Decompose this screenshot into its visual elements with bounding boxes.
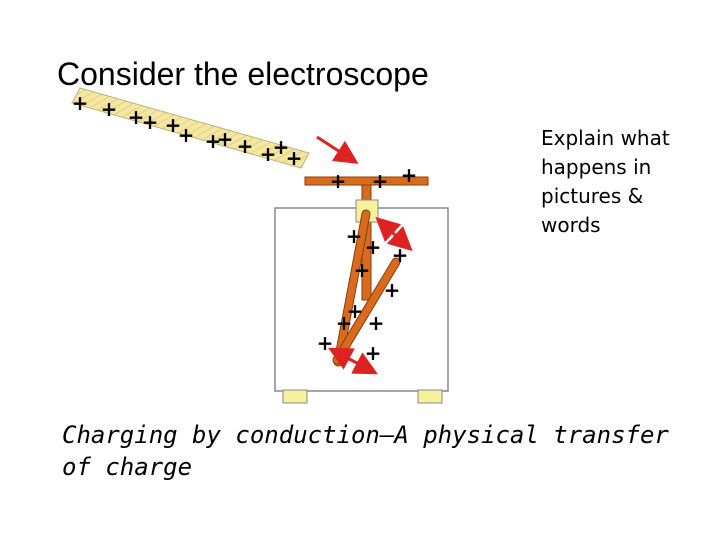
- plus-charge-sign: +: [178, 123, 195, 147]
- plus-charge-sign: +: [217, 127, 234, 151]
- plus-charge-sign: +: [101, 97, 118, 121]
- instruction-text: Explain what happens in pictures & words: [541, 126, 670, 237]
- charged-rod: [71, 87, 310, 169]
- charge-signs: +++++++++++++++++++++++++: [72, 91, 418, 365]
- plus-charge-sign: +: [330, 169, 347, 193]
- case-foot-left: [282, 389, 308, 404]
- plus-charge-sign: +: [365, 235, 382, 259]
- plus-charge-sign: +: [368, 311, 385, 335]
- plus-charge-sign: +: [346, 224, 363, 248]
- plus-charge-sign: +: [384, 278, 401, 302]
- plus-charge-sign: +: [336, 311, 353, 335]
- plus-charge-sign: +: [72, 91, 89, 115]
- plus-charge-sign: +: [354, 258, 371, 282]
- plus-charge-sign: +: [372, 169, 389, 193]
- plus-charge-sign: +: [128, 105, 145, 129]
- plus-charge-sign: +: [237, 134, 254, 158]
- plus-charge-sign: +: [392, 243, 409, 267]
- plus-charge-sign: +: [401, 163, 418, 187]
- plus-charge-sign: +: [205, 129, 222, 153]
- plus-charge-sign: +: [142, 110, 159, 134]
- case-foot-right: [417, 389, 443, 404]
- leaf-swing-arrow-upper: [375, 216, 413, 252]
- plus-charge-sign: +: [260, 142, 277, 166]
- plus-charge-sign: +: [317, 331, 334, 355]
- plus-charge-sign: +: [365, 341, 382, 365]
- plus-charge-sign: +: [273, 135, 290, 159]
- electroscope-leaf-swinging-fill: [333, 258, 400, 364]
- page-title: Consider the electroscope: [57, 56, 429, 92]
- plus-charge-sign: +: [347, 299, 364, 323]
- electroscope-leaf-fixed-fill: [334, 210, 370, 366]
- rod-motion-arrow: [316, 135, 359, 164]
- caption-text: Charging by conduction—A physical transf…: [62, 421, 669, 481]
- leaf-swing-arrow-lower: [328, 347, 378, 375]
- plus-charge-sign: +: [286, 146, 303, 170]
- plus-charge-sign: +: [165, 113, 182, 137]
